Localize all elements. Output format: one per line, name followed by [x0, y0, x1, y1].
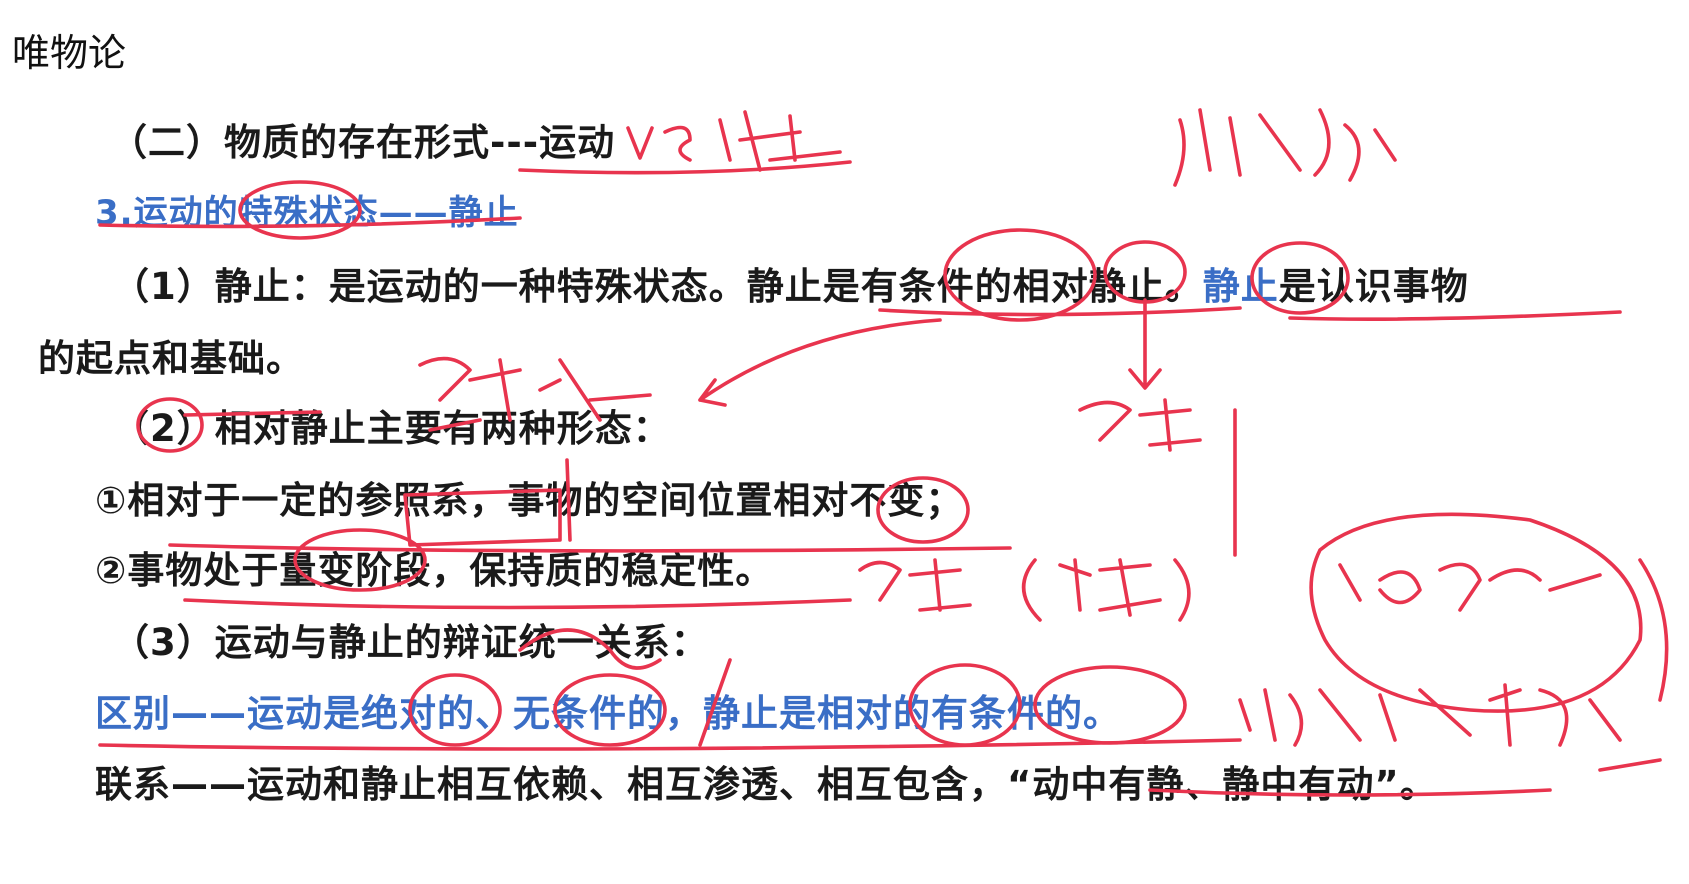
ink-condition-right [1078, 398, 1202, 452]
ink-quantitative-change [858, 558, 972, 612]
point-3: （3）运动与静止的辩证统一关系： [112, 621, 709, 664]
subheading-static-state: 3.运动的特殊状态——静止 [95, 193, 519, 233]
ink-arrow-down [1128, 298, 1162, 390]
ink-accumulation [1021, 558, 1191, 622]
point-2-item-2: ②事物处于量变阶段，保持质的稳定性。 [95, 549, 774, 592]
point-1-tail: 是认识事物 [1278, 265, 1469, 308]
point-1: （1）静止：是运动的一种特殊状态。静止是有条件的相对静止。静止是认识事物 [112, 256, 1469, 310]
ink-curve-right [1638, 558, 1669, 702]
document-title: 唯物论 [12, 31, 127, 75]
point-1-text: （1）静止：是运动的一种特殊状态。静止是有条件的相对静止。 [112, 265, 1203, 308]
point-2: （2）相对静止主要有两种形态： [112, 407, 671, 450]
ink-arrow-to-condition [698, 318, 942, 407]
ink-100-degrees [1338, 562, 1602, 612]
ink-vs-scribble [626, 110, 842, 172]
ink-absolute-motion-top [1173, 108, 1397, 187]
point-2-item-1: ①相对于一定的参照系，事物的空间位置相对不变； [95, 479, 964, 522]
ink-large-loop [1309, 512, 1643, 713]
ink-underline-item2 [183, 598, 852, 610]
ink-underline-diff [98, 738, 1242, 751]
difference-line: 区别——运动是绝对的、无条件的，静止是相对的有条件的。 [95, 692, 1121, 735]
connection-line: 联系——运动和静止相互依赖、相互渗透、相互包含，“动中有静、静中有动”。 [95, 763, 1438, 806]
point-1-continuation: 的起点和基础。 [38, 337, 304, 380]
point-1-keyword: 静止 [1202, 265, 1279, 308]
section-heading: （二）物质的存在形式---运动 [110, 121, 616, 164]
